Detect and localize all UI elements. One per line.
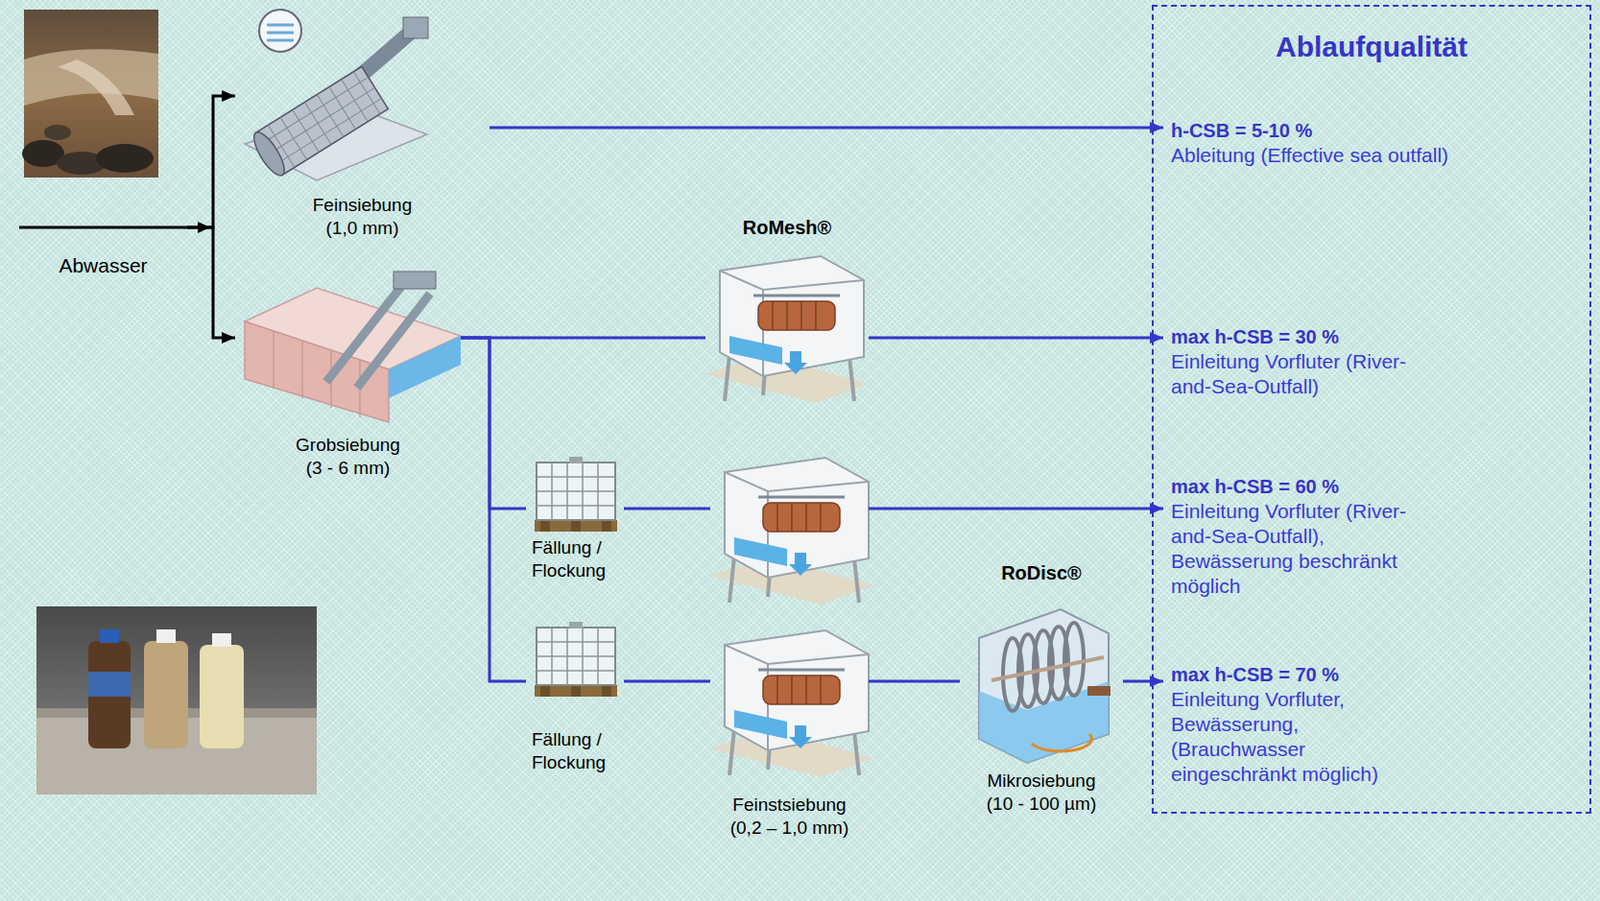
flow-arrow xyxy=(460,337,526,682)
rodisc-node: RoDisc® Mikrosiebung (10 - 100 µm) xyxy=(959,561,1123,816)
node-text: Feinsiebung (1,0 mm) xyxy=(305,193,421,240)
node-text: Feinstsiebung (0,2 – 1,0 mm) xyxy=(717,793,862,840)
node-text: Fällung / Flockung xyxy=(525,536,624,583)
flow-arrow xyxy=(489,126,1164,130)
node-heading: h-CSB = 5-10 % xyxy=(1170,118,1313,144)
node-text: Einleitung Vorfluter, Bewässerung, (Brau… xyxy=(1170,687,1431,788)
flow-arrow xyxy=(868,336,1164,340)
flow-arrow xyxy=(187,227,236,338)
flow-arrow xyxy=(623,680,711,684)
flow-arrow xyxy=(1122,680,1164,684)
romesh-node: Feinstsiebung (0,2 – 1,0 mm) xyxy=(710,619,869,840)
node-text: Einleitung Vorfluter (River-and-Sea-Outf… xyxy=(1170,349,1431,400)
quality-item: max h-CSB = 60 %Einleitung Vorfluter (Ri… xyxy=(1163,474,1442,599)
node-text: Einleitung Vorfluter (River-and-Sea-Outf… xyxy=(1170,499,1431,599)
node-heading: RoMesh® xyxy=(742,215,833,239)
source-node: Abwasser xyxy=(19,218,188,279)
flow-arrow xyxy=(868,680,960,684)
flow-arrow xyxy=(460,336,706,340)
flow-arrow xyxy=(460,337,526,509)
flow-arrow xyxy=(868,507,1164,511)
node-text: Ableitung (Effective sea outfall) xyxy=(1170,143,1449,168)
flow-arrow xyxy=(623,507,711,511)
quality-item: h-CSB = 5-10 %Ableitung (Effective sea o… xyxy=(1163,118,1586,168)
quality-panel: Ablaufqualität h-CSB = 5-10 %Ableitung (E… xyxy=(1151,4,1592,814)
dosing-node: Fällung / Flockung xyxy=(525,616,624,775)
romesh-node xyxy=(710,449,869,589)
node-heading: RoDisc® xyxy=(1001,561,1082,585)
quality-item: max h-CSB = 30 %Einleitung Vorfluter (Ri… xyxy=(1163,324,1442,400)
flow-arrow xyxy=(187,95,236,228)
node-heading: Abwasser xyxy=(58,253,147,279)
node-heading: max h-CSB = 30 % xyxy=(1170,324,1339,350)
romesh-node: RoMesh® xyxy=(705,215,869,408)
node-text: Mikrosiebung (10 - 100 µm) xyxy=(979,769,1104,816)
dosing-node: Fällung / Flockung xyxy=(525,462,624,583)
quality-item: max h-CSB = 70 %Einleitung Vorfluter, Be… xyxy=(1163,662,1442,788)
screen-node: Feinsiebung (1,0 mm) xyxy=(235,9,490,240)
node-heading: max h-CSB = 60 % xyxy=(1170,474,1339,500)
screen-node: Grobsiebung (3 - 6 mm) xyxy=(235,268,461,480)
node-heading: Ablaufqualität xyxy=(1275,29,1468,65)
node-text: Grobsiebung (3 - 6 mm) xyxy=(290,433,406,480)
node-text: Fällung / Flockung xyxy=(525,728,624,775)
node-heading: max h-CSB = 70 % xyxy=(1170,662,1339,688)
